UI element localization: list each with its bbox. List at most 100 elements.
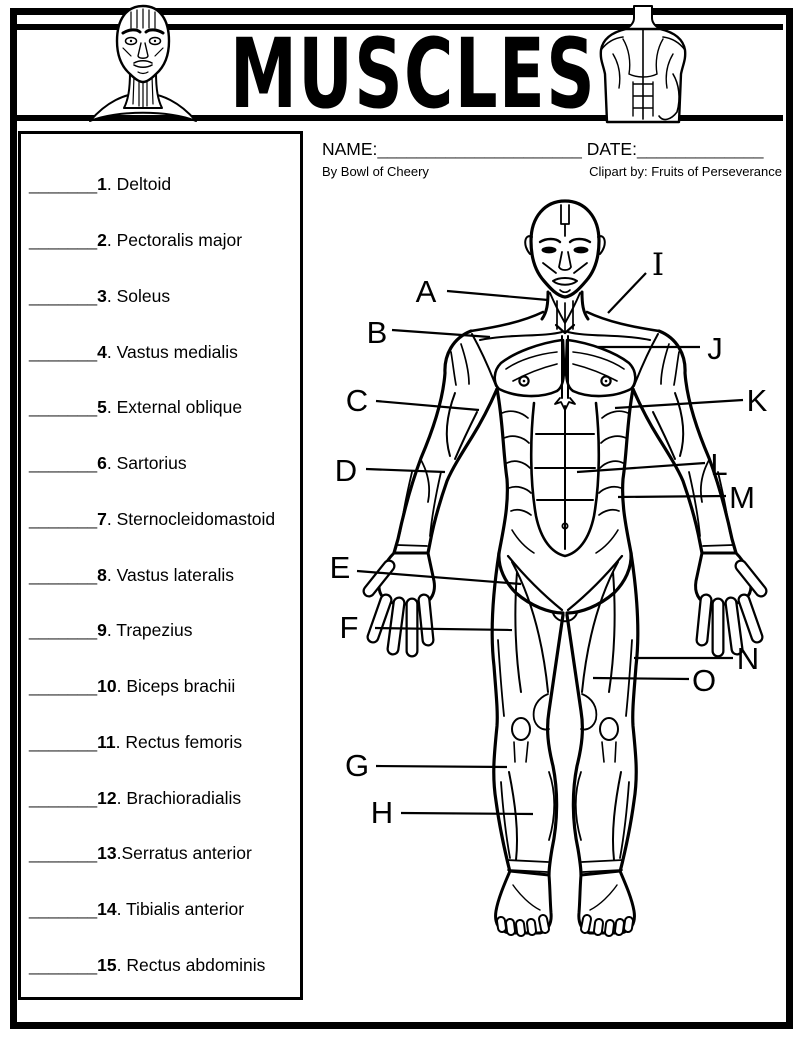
muscle-name: . External oblique xyxy=(106,397,243,418)
muscle-name: . Biceps brachii xyxy=(116,676,236,697)
item-number: 5 xyxy=(97,397,107,418)
muscle-list-item: _______7. Sternocleidomastoid xyxy=(21,492,300,548)
diagram-label-C: C xyxy=(346,383,368,418)
leader-line-M xyxy=(617,494,727,499)
answer-blank: _______ xyxy=(29,285,98,306)
answer-blank: _______ xyxy=(29,676,98,697)
header-top-rule xyxy=(17,24,783,30)
diagram-label-E: E xyxy=(330,550,351,585)
muscle-list-item: _______14. Tibialis anterior xyxy=(21,882,300,938)
answer-blank: _______ xyxy=(29,397,98,418)
muscle-list-item: _______5. External oblique xyxy=(21,380,300,436)
item-number: 4 xyxy=(97,341,107,362)
page-title: MUSCLES xyxy=(229,18,597,130)
muscle-name: . Trapezius xyxy=(106,620,193,641)
leader-line-I xyxy=(607,272,647,314)
answer-blank: _______ xyxy=(29,954,98,975)
answer-blank: _______ xyxy=(29,787,98,808)
item-number: 8 xyxy=(97,564,107,585)
leader-line-G xyxy=(375,764,508,769)
leader-line-O xyxy=(592,676,690,681)
answer-blank: _______ xyxy=(29,341,98,362)
diagram-label-A: A xyxy=(416,274,437,309)
answer-blank: _______ xyxy=(29,453,98,474)
date-blank: _____________ xyxy=(636,139,764,159)
muscle-name: . Rectus femoris xyxy=(115,731,243,752)
leader-line-D xyxy=(365,467,446,474)
muscle-list-item: _______2. Pectoralis major xyxy=(21,213,300,269)
muscle-name: . Brachioradialis xyxy=(116,787,242,808)
torso-muscles-illustration-icon xyxy=(599,5,687,124)
byline: By Bowl of Cheery xyxy=(322,164,429,179)
diagram-label-N: N xyxy=(737,641,759,676)
answer-blank: _______ xyxy=(29,731,98,752)
muscle-name: . Vastus lateralis xyxy=(106,564,234,585)
name-label: NAME: xyxy=(322,139,378,159)
muscle-list-item: _______3. Soleus xyxy=(21,269,300,325)
muscle-list-item: _______6. Sartorius xyxy=(21,436,300,492)
item-number: 7 xyxy=(97,508,107,529)
item-number: 11 xyxy=(97,731,116,752)
item-number: 14 xyxy=(97,899,117,920)
muscle-name: . Tibialis anterior xyxy=(116,899,245,920)
muscle-list-item: _______13.Serratus anterior xyxy=(21,826,300,882)
diagram-label-G: G xyxy=(345,748,369,783)
clipart-credit: Clipart by: Fruits of Perseverance xyxy=(589,164,782,179)
diagram-label-J: J xyxy=(707,331,723,366)
muscle-name: .Serratus anterior xyxy=(116,843,252,864)
item-number: 12 xyxy=(97,787,117,808)
muscle-list-item: _______11. Rectus femoris xyxy=(21,715,300,771)
muscle-list-item: _______1. Deltoid xyxy=(21,157,300,213)
muscle-name: . Deltoid xyxy=(106,174,172,195)
answer-blank: _______ xyxy=(29,620,98,641)
leader-line-B xyxy=(391,328,491,339)
header-bottom-rule xyxy=(17,115,783,121)
muscle-name: . Pectoralis major xyxy=(106,230,243,251)
diagram-label-L: L xyxy=(710,447,727,482)
muscle-name: . Soleus xyxy=(106,285,171,306)
info-row: NAME:_____________________ DATE:________… xyxy=(322,139,763,160)
item-number: 9 xyxy=(97,620,107,641)
diagram-label-I: I xyxy=(652,247,664,283)
diagram-label-M: M xyxy=(729,480,755,515)
muscle-name: . Sternocleidomastoid xyxy=(106,508,276,529)
diagram-label-F: F xyxy=(340,610,359,645)
leader-line-A xyxy=(446,289,549,302)
item-number: 1 xyxy=(97,174,107,195)
answer-blank: _______ xyxy=(29,230,98,251)
answer-blank: _______ xyxy=(29,508,98,529)
diagram-label-H: H xyxy=(371,795,393,830)
muscle-list-item: _______9. Trapezius xyxy=(21,603,300,659)
item-number: 6 xyxy=(97,453,107,474)
item-number: 3 xyxy=(97,285,107,306)
diagram-label-B: B xyxy=(367,315,388,350)
answer-blank: _______ xyxy=(29,899,98,920)
item-number: 2 xyxy=(97,230,107,251)
body-figure xyxy=(362,199,768,937)
answer-blank: _______ xyxy=(29,564,98,585)
diagram-label-O: O xyxy=(692,663,716,698)
muscle-list-item: _______10. Biceps brachii xyxy=(21,659,300,715)
leader-line-K xyxy=(614,398,744,410)
muscle-name: . Rectus abdominis xyxy=(116,954,266,975)
leader-line-E xyxy=(356,569,522,586)
leader-line-F xyxy=(374,626,513,632)
word-bank-box: _______1. Deltoid_______2. Pectoralis ma… xyxy=(18,131,303,1000)
muscle-list-item: _______8. Vastus lateralis xyxy=(21,547,300,603)
answer-blank: _______ xyxy=(29,174,98,195)
muscle-list-item: _______4. Vastus medialis xyxy=(21,324,300,380)
name-blank: _____________________ xyxy=(377,139,582,159)
diagram-label-K: K xyxy=(747,383,768,418)
muscle-list-item: _______15. Rectus abdominis xyxy=(21,938,300,994)
item-number: 15 xyxy=(97,954,117,975)
item-number: 13 xyxy=(97,843,117,864)
page-border xyxy=(10,8,793,1029)
muscle-word-list: _______1. Deltoid_______2. Pectoralis ma… xyxy=(21,134,300,993)
leader-line-L xyxy=(576,461,706,474)
face-muscles-illustration-icon xyxy=(89,4,197,122)
muscle-list-item: _______12. Brachioradialis xyxy=(21,770,300,826)
muscle-name: . Sartorius xyxy=(106,453,187,474)
